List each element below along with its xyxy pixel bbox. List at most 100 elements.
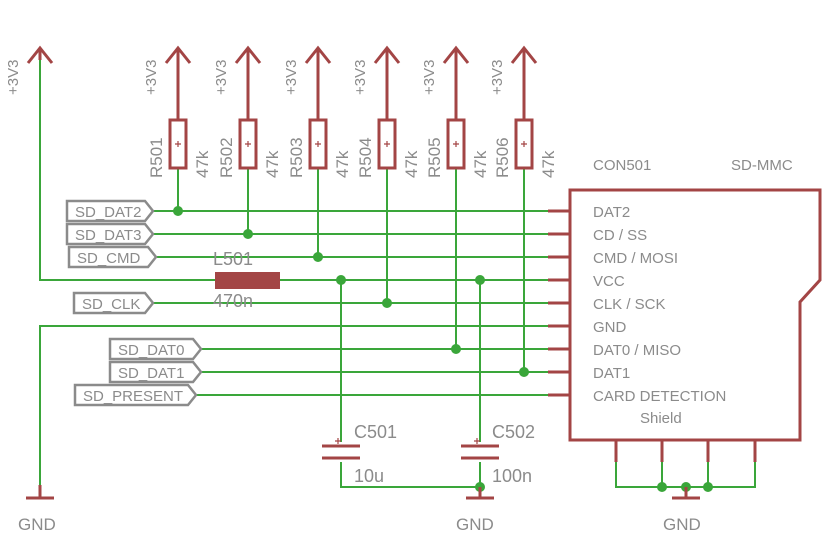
- connector-body: [568, 188, 822, 442]
- resistor-value: 47k: [402, 150, 421, 178]
- port-shape: [73, 383, 198, 407]
- pullup-supply-label: +3V3: [352, 60, 369, 95]
- port-shape: [65, 222, 155, 246]
- ground-icon: [672, 487, 700, 500]
- resistor-value: 47k: [333, 150, 352, 178]
- pin-label-dat0-miso: DAT0 / MISO: [593, 342, 681, 359]
- supply-arrow-icon: [510, 45, 538, 120]
- ground-mid: GND: [456, 487, 494, 534]
- capacitor-value: 10u: [354, 466, 384, 486]
- resistor-marker: [384, 141, 390, 147]
- junction-dot: [519, 367, 529, 377]
- port-sd-clk: SD_CLK: [72, 291, 155, 315]
- port-sd-cmd: SD_CMD: [67, 245, 158, 269]
- port-shape: [72, 291, 155, 315]
- resistor-value: 47k: [471, 150, 490, 178]
- connector-pin-stubs: [548, 209, 757, 462]
- capacitor-plates: [461, 444, 499, 460]
- ground-label: GND: [456, 515, 494, 534]
- resistor-r501: +3V3 R501 47k: [143, 45, 212, 178]
- resistor-name: R505: [425, 137, 444, 178]
- ground-shield: GND: [663, 487, 701, 534]
- port-shape: [65, 199, 155, 223]
- resistor-r506: +3V3 R506 47k: [489, 45, 558, 178]
- resistor-name: R502: [217, 137, 236, 178]
- resistor-r503: +3V3 R503 47k: [283, 45, 352, 178]
- connector-type: SD-MMC: [731, 157, 793, 174]
- capacitor-value: 100n: [492, 466, 532, 486]
- port-shape: [67, 245, 158, 269]
- pullup-supply-label: +3V3: [143, 60, 160, 95]
- pin-label-dat1: DAT1: [593, 365, 630, 382]
- port-label: SD_DAT0: [118, 342, 184, 359]
- pullup-supply-label: +3V3: [421, 60, 438, 95]
- net-cap-ground: [340, 462, 480, 488]
- port-label: SD_DAT1: [118, 365, 184, 382]
- resistor-marker: [175, 141, 181, 147]
- ports: SD_DAT2 SD_DAT3 SD_CMD SD_CLK SD_DAT0 SD…: [65, 199, 203, 407]
- port-sd-dat2: SD_DAT2: [65, 199, 155, 223]
- pin-label-cmd-mosi: CMD / MOSI: [593, 250, 678, 267]
- resistor-value: 47k: [193, 150, 212, 178]
- inductor-l501: L501 470n: [213, 249, 280, 311]
- ground-icon: [466, 487, 494, 500]
- resistor-marker: [453, 141, 459, 147]
- resistor-r502: +3V3 R502 47k: [213, 45, 282, 178]
- capacitor-polarity-marker: [335, 438, 341, 444]
- port-label: SD_DAT3: [75, 227, 141, 244]
- resistor-name: R501: [147, 137, 166, 178]
- pin-label-clk-sck: CLK / SCK: [593, 296, 666, 313]
- pin-label-dat2: DAT2: [593, 204, 630, 221]
- port-label: SD_PRESENT: [83, 388, 183, 405]
- ground-label: GND: [18, 515, 56, 534]
- pin-label-vcc: VCC: [593, 273, 625, 290]
- supply-arrow-icon: [304, 45, 332, 120]
- junction-dot: [313, 252, 323, 262]
- resistor-body: [377, 118, 397, 170]
- capacitor-name: C501: [354, 422, 397, 442]
- resistor-body: [168, 118, 188, 170]
- port-label: SD_CLK: [82, 296, 140, 313]
- ground-symbols: GND GND GND: [18, 485, 701, 534]
- port-label: SD_CMD: [77, 250, 141, 267]
- resistor-body: [308, 118, 328, 170]
- inductor-value: 470n: [213, 291, 253, 311]
- net-3v3-supply: [39, 58, 215, 281]
- resistor-value: 47k: [539, 150, 558, 178]
- connector-name: CON501: [593, 157, 651, 174]
- resistor-value: 47k: [263, 150, 282, 178]
- port-sd-dat3: SD_DAT3: [65, 222, 155, 246]
- supply-arrow-icon: [234, 45, 262, 120]
- ground-label: GND: [663, 515, 701, 534]
- resistor-name: R506: [493, 137, 512, 178]
- pullup-supply-label: +3V3: [213, 60, 230, 95]
- resistor-body: [238, 118, 258, 170]
- resistor-r504: +3V3 R504 47k: [352, 45, 421, 178]
- pin-label-card-detection: CARD DETECTION: [593, 388, 726, 405]
- inductor-name: L501: [213, 249, 253, 269]
- port-label: SD_DAT2: [75, 204, 141, 221]
- resistor-marker: [245, 141, 251, 147]
- resistor-name: R504: [356, 137, 375, 178]
- ground-left: GND: [18, 485, 56, 534]
- junction-dot: [703, 482, 713, 492]
- connector-con501: CON501 SD-MMC DAT2 CD / SS CMD / MOSI VC…: [548, 157, 822, 462]
- capacitor-name: C502: [492, 422, 535, 442]
- supply-left: +3V3: [5, 45, 54, 95]
- inductor-body: [215, 272, 280, 289]
- ground-icon: [26, 485, 54, 500]
- connector-pin-labels: DAT2 CD / SS CMD / MOSI VCC CLK / SCK GN…: [593, 204, 726, 405]
- junction-dot: [243, 229, 253, 239]
- junction-dot: [657, 482, 667, 492]
- nets: [39, 58, 756, 498]
- junction-dot: [336, 275, 346, 285]
- supply-arrow-icon: [373, 45, 401, 120]
- capacitor-c502: C502 100n: [461, 422, 535, 486]
- capacitor-c501: C501 10u: [322, 422, 397, 486]
- port-sd-dat0: SD_DAT0: [108, 337, 203, 361]
- junction-dot: [451, 344, 461, 354]
- port-sd-dat1: SD_DAT1: [108, 360, 203, 384]
- port-shape: [108, 360, 203, 384]
